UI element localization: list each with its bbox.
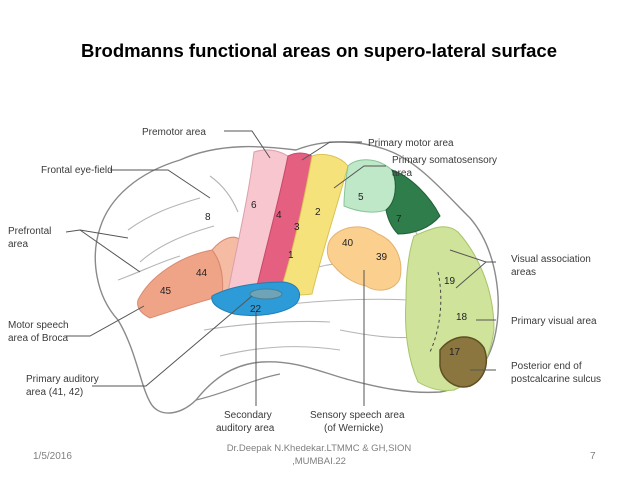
area-41-42-primary-auditory [249, 288, 283, 300]
area-boundary-dashed [429, 271, 442, 353]
label-posterior-end: Posterior end of [511, 361, 582, 372]
footer-date: 1/5/2016 [33, 451, 72, 462]
label-prefrontal-area: area [8, 239, 28, 250]
area-17-primary-visual [439, 336, 488, 388]
footer-credit-line2: ,MUMBAI.22 [292, 456, 346, 467]
label-prefrontal: Prefrontal [8, 226, 51, 237]
label-visual-association: Visual association [511, 254, 591, 265]
label-primary-auditory-area: area (41, 42) [26, 387, 83, 398]
area-3-number: 3 [294, 222, 300, 233]
label-auditory-area: auditory area [216, 423, 275, 434]
area-17-number: 17 [449, 347, 461, 358]
area-19-number: 19 [444, 276, 456, 287]
label-primary-motor-area: Primary motor area [368, 138, 454, 149]
label-sensory-speech-area: Sensory speech area [310, 410, 405, 421]
label-area-of-broca: area of Broca [8, 333, 68, 344]
area-45-number: 45 [160, 286, 172, 297]
label-visual-association-areas: areas [511, 267, 536, 278]
label-of-wernicke: (of Wernicke) [324, 423, 383, 434]
area-40-number: 40 [342, 238, 354, 249]
label-postcalcarine-sulcus: postcalcarine sulcus [511, 374, 601, 385]
label-primary-auditory: Primary auditory [26, 374, 99, 385]
label-frontal-eye-field: Frontal eye-field [41, 165, 113, 176]
area-1-number: 1 [288, 250, 294, 261]
label-motor-speech: Motor speech [8, 320, 69, 331]
area-7-number: 7 [396, 214, 402, 225]
label-secondary: Secondary [224, 410, 272, 421]
area-3-2-1-somatosensory [279, 153, 349, 296]
area-18-number: 18 [456, 312, 468, 323]
area-5 [343, 159, 396, 213]
area-7 [385, 169, 441, 235]
page-number: 7 [590, 451, 596, 462]
area-40-39-wernicke [326, 226, 402, 291]
label-somatosensory-area: area [392, 168, 412, 179]
area-22-number: 22 [250, 304, 262, 315]
footer-credit: Dr.Deepak N.Khedekar.LTMMC & GH,SION ,MU… [210, 442, 428, 468]
label-primary-visual-area: Primary visual area [511, 316, 597, 327]
area-2-number: 2 [315, 207, 321, 218]
area-5-number: 5 [358, 192, 364, 203]
footer-credit-line1: Dr.Deepak N.Khedekar.LTMMC & GH,SION [226, 443, 412, 454]
area-8-number: 8 [205, 212, 211, 223]
label-premotor-area: Premotor area [142, 127, 206, 138]
label-primary-somatosensory: Primary somatosensory [392, 155, 497, 166]
slide-title: Brodmanns functional areas on supero-lat… [81, 40, 557, 61]
area-44-number: 44 [196, 268, 208, 279]
area-39-number: 39 [376, 252, 388, 263]
area-6-number: 6 [251, 200, 257, 211]
area-4-number: 4 [276, 210, 282, 221]
leader-lines [65, 130, 496, 406]
